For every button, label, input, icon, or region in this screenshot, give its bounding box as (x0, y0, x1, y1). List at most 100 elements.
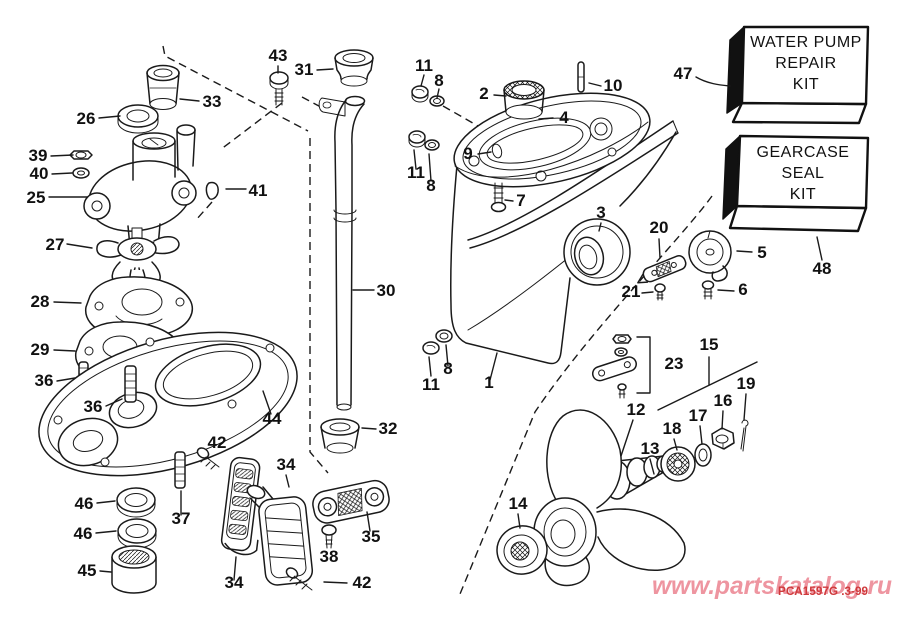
callout-11-a: 11 (415, 56, 433, 75)
part-44-extension-plate (38, 331, 298, 477)
part-20-bracket (637, 255, 687, 284)
callout-18: 18 (663, 419, 682, 438)
part-5-anode (688, 230, 732, 282)
callout-43: 43 (269, 46, 288, 65)
callout-33: 33 (203, 92, 222, 111)
callout-4: 4 (559, 108, 569, 127)
callout-20: 20 (650, 218, 669, 237)
part-23-group (591, 334, 637, 399)
callout-12: 12 (627, 400, 646, 419)
part-11-plug-top (411, 85, 429, 103)
callout-46-a: 46 (75, 494, 94, 513)
kit-line: GEARCASE (757, 144, 850, 161)
part-43-screw (269, 71, 289, 106)
part-45-needle-bearing (111, 545, 157, 594)
part-33-pump-cup (146, 64, 180, 110)
part-11-plug-mid (408, 130, 426, 148)
callout-39: 39 (29, 146, 48, 165)
part-37-screw (174, 451, 186, 489)
part-16-prop-nut (711, 427, 735, 450)
callout-31: 31 (295, 60, 314, 79)
part-14-spinner-cone (496, 525, 548, 575)
part-3-bearing-carrier (563, 218, 631, 286)
part-46-seal-upper (116, 487, 156, 518)
water-pump-kit-box: WATER PUMP REPAIR KIT (726, 25, 870, 125)
kit-line: SEAL (782, 165, 825, 182)
callout-11-b: 11 (407, 163, 425, 182)
part-7-screw (490, 182, 507, 213)
callout-10: 10 (604, 76, 623, 95)
part-8-washer-mid (424, 139, 440, 151)
part-4-upper-flange (453, 92, 651, 188)
callout-8-c: 8 (443, 359, 452, 378)
callout-34-b: 34 (225, 573, 244, 592)
part-41-pin (205, 181, 219, 200)
callout-30: 30 (377, 281, 396, 300)
callout-42-b: 42 (353, 573, 372, 592)
leader-lines (48, 65, 823, 584)
part-42-screw-upper (196, 447, 220, 470)
part-31-grommet (334, 49, 374, 87)
kit-line: WATER PUMP (750, 34, 862, 51)
part-42-screw-lower (285, 567, 313, 591)
callout-47: 47 (674, 64, 693, 83)
callout-36-a: 36 (35, 371, 54, 390)
part-11-plug-bottom (422, 341, 440, 355)
kit-line: REPAIR (775, 55, 836, 72)
part-25-water-pump-housing (83, 124, 197, 254)
callout-44: 44 (263, 409, 282, 428)
callout-34-a: 34 (277, 455, 296, 474)
callout-40: 40 (30, 164, 49, 183)
callout-23: 23 (665, 354, 684, 373)
part-34-grille-left (220, 456, 261, 556)
part-21-screw (654, 283, 666, 301)
callout-8-b: 8 (426, 176, 435, 195)
callout-15: 15 (700, 335, 719, 354)
part-1-gearcase-housing (450, 120, 679, 365)
part-34-grille-right (246, 484, 314, 586)
part-18-drive-hub (660, 446, 696, 482)
callout-9: 9 (463, 144, 472, 163)
kit-line: KIT (790, 186, 816, 203)
drawing-part-code: PCA1597G .3-99 (778, 586, 868, 598)
callout-45: 45 (78, 561, 97, 580)
callout-46-b: 46 (74, 524, 93, 543)
callout-2: 2 (479, 84, 488, 103)
part-8-washer-bottom (435, 329, 453, 343)
gearcase-seal-kit-box: GEARCASE SEAL KIT (722, 134, 870, 233)
callout-38: 38 (320, 547, 339, 566)
callout-29: 29 (31, 340, 50, 359)
part-38-screw (321, 524, 337, 549)
part-46-seal-lower (117, 518, 157, 549)
part-35-plate (312, 479, 390, 524)
part-8-washer-top (429, 95, 445, 107)
watermark-url: www.partskatalog.ru (652, 572, 892, 600)
part-30-water-tube (318, 95, 366, 411)
callout-37: 37 (172, 509, 191, 528)
part-10-pin (577, 61, 585, 93)
callout-27: 27 (46, 235, 65, 254)
callout-19: 19 (737, 374, 756, 393)
callout-6: 6 (738, 280, 747, 299)
callout-3: 3 (596, 203, 605, 222)
callout-21: 21 (622, 282, 641, 301)
callout-14: 14 (509, 494, 528, 513)
callout-35: 35 (362, 527, 381, 546)
part-19-cotter-pin (740, 419, 749, 452)
callout-13: 13 (641, 439, 660, 458)
callout-26: 26 (77, 109, 96, 128)
callout-41: 41 (249, 181, 268, 200)
callout-25: 25 (27, 188, 46, 207)
alignment-dashes (162, 45, 713, 595)
part-40-washer (72, 167, 90, 179)
part-26-bearing (117, 104, 159, 134)
part-6-screw (701, 280, 715, 300)
callout-32: 32 (379, 419, 398, 438)
callout-7: 7 (516, 191, 525, 210)
part-32-grommet (320, 418, 360, 454)
callout-5: 5 (757, 243, 766, 262)
callout-17: 17 (689, 406, 708, 425)
callout-1: 1 (484, 373, 493, 392)
